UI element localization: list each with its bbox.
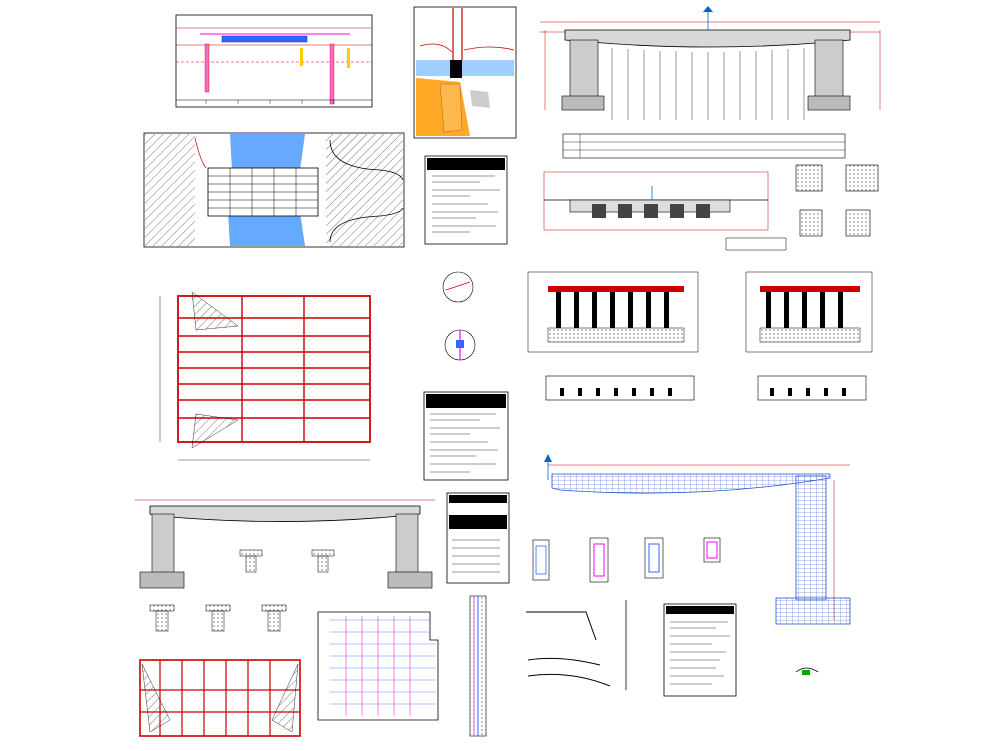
tall-rebar-column (469, 595, 487, 737)
lower-framing-plan (139, 659, 301, 737)
small-details-group (725, 164, 879, 251)
slab-rebar-grid (317, 611, 439, 721)
t-beam-sections (149, 549, 335, 632)
bent-bar-details (526, 600, 627, 690)
deck-section-view (543, 171, 769, 231)
circle-details (442, 271, 476, 361)
beam-sections-view (527, 271, 873, 401)
rebar-schedule-table (446, 492, 510, 584)
deck-framing-plan (159, 291, 371, 461)
notes-box-2 (423, 391, 509, 481)
crossing-plan-view (143, 132, 405, 248)
notes-box-1 (424, 155, 508, 245)
notes-box-3 (663, 603, 737, 697)
abutment-rebar-detail (544, 454, 851, 625)
location-map-view (413, 6, 517, 139)
bridge-elevation-view (540, 6, 881, 159)
lower-elevation-view (135, 499, 435, 589)
column-sections (532, 537, 721, 583)
bearing-detail-icon (795, 667, 819, 675)
profile-strip-view (175, 14, 373, 108)
